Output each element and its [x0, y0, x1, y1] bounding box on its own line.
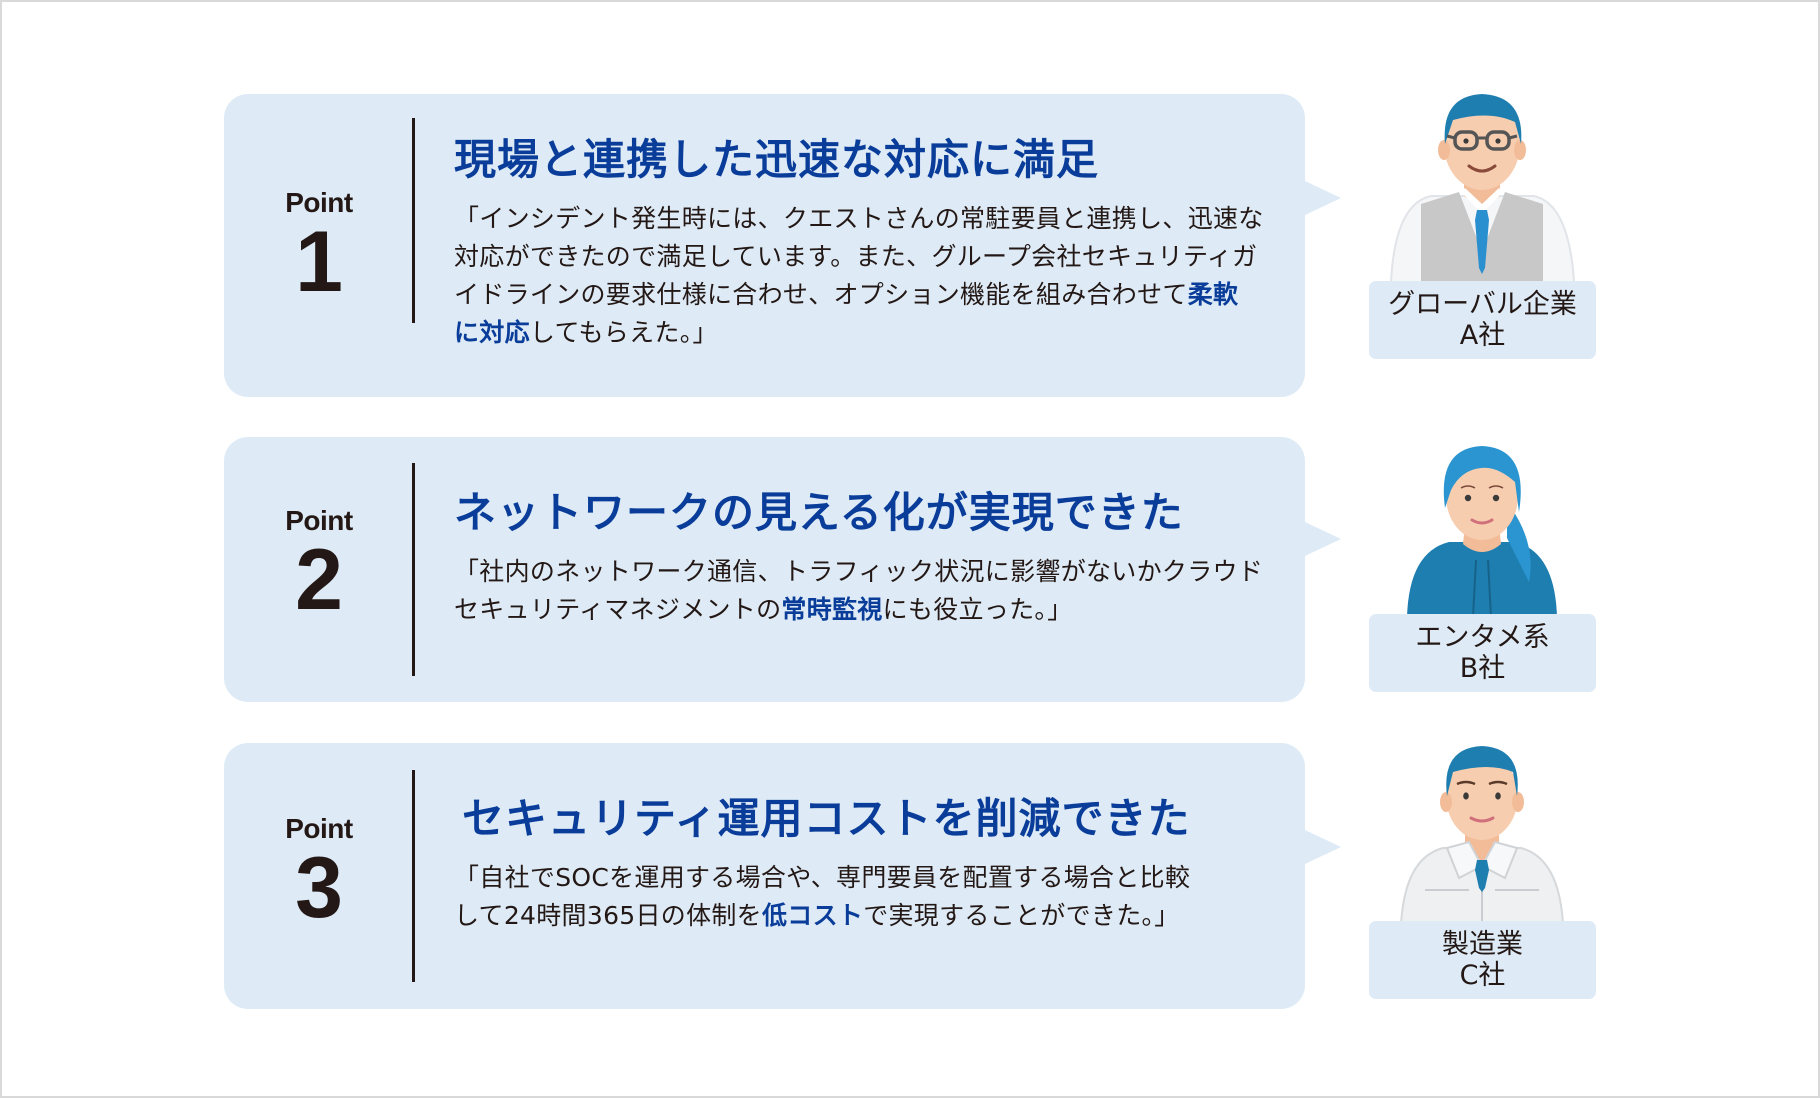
point-number: 3 — [295, 840, 343, 936]
point-content: 現場と連携した迅速な対応に満足 「インシデント発生時には、クエストさんの常駐要員… — [454, 134, 1265, 352]
point-number: 2 — [295, 532, 343, 628]
woman-ponytail-avatar-icon — [1407, 446, 1557, 617]
man-with-glasses-vest-avatar-icon — [1389, 94, 1576, 283]
persona-a: グローバル企業 A社 — [1369, 92, 1596, 362]
point-label: Point — [285, 505, 353, 536]
testimonial-quote: 「インシデント発生時には、クエストさんの常駐要員と連携し、迅速な 対応ができたの… — [454, 200, 1265, 352]
speech-bubble-tail — [1305, 522, 1341, 556]
vertical-divider — [412, 463, 415, 676]
speech-bubble-tail — [1305, 830, 1341, 864]
persona-company: A社 — [1459, 320, 1506, 351]
persona-industry: エンタメ系 — [1415, 622, 1550, 653]
point-title: ネットワークの見える化が実現できた — [454, 488, 1184, 537]
point-card-1: Point 1 現場と連携した迅速な対応に満足 「インシデント発生時には、クエス… — [224, 94, 1341, 397]
persona-c: 製造業 C社 — [1369, 742, 1596, 1002]
point-content: セキュリティ運用コストを削減できた 「自社でSOCを運用する場合や、専門要員を配… — [454, 793, 1265, 935]
persona-b: エンタメ系 B社 — [1369, 442, 1596, 702]
highlight-text: 柔軟 — [1187, 280, 1239, 309]
man-work-uniform-avatar-icon — [1399, 746, 1565, 924]
vertical-divider — [412, 770, 415, 982]
quote-line: 「インシデント発生時には、クエストさんの常駐要員と連携し、迅速な — [454, 204, 1264, 233]
vertical-divider — [412, 118, 415, 323]
persona-label: 製造業 C社 — [1369, 921, 1596, 999]
highlight-text: 常時監視 — [781, 595, 883, 624]
point-title: セキュリティ運用コストを削減できた — [462, 794, 1191, 843]
quote-line: 「社内のネットワーク通信、トラフィック状況に影響がないかクラウド — [454, 557, 1264, 586]
point-content: ネットワークの見える化が実現できた 「社内のネットワーク通信、トラフィック状況に… — [454, 487, 1265, 629]
point-badge: Point 2 — [224, 505, 414, 628]
persona-company: B社 — [1459, 653, 1506, 684]
quote-line: 対応ができたので満足しています。また、グループ会社セキュリティガ — [454, 242, 1258, 271]
persona-company: C社 — [1459, 960, 1506, 991]
persona-industry: グローバル企業 — [1388, 289, 1577, 320]
point-label: Point — [285, 187, 353, 218]
highlight-text: 低コスト — [761, 901, 864, 930]
testimonial-quote: 「社内のネットワーク通信、トラフィック状況に影響がないかクラウド セキュリティマ… — [454, 553, 1265, 629]
point-number: 1 — [295, 214, 343, 310]
speech-bubble-tail — [1305, 181, 1341, 215]
point-label: Point — [285, 813, 353, 844]
testimonial-quote: 「自社でSOCを運用する場合や、専門要員を配置する場合と比較 して24時間365… — [454, 859, 1265, 935]
point-card-2: Point 2 ネットワークの見える化が実現できた 「社内のネットワーク通信、ト… — [224, 437, 1341, 702]
highlight-text: に対応 — [454, 318, 530, 347]
quote-line: イドラインの要求仕様に合わせ、オプション機能を組み合わせて柔軟 — [454, 280, 1239, 309]
quote-line: して24時間365日の体制を低コストで実現することができた。」 — [454, 901, 1180, 930]
point-card-3: Point 3 セキュリティ運用コストを削減できた 「自社でSOCを運用する場合… — [224, 743, 1341, 1009]
persona-label: グローバル企業 A社 — [1369, 281, 1596, 359]
quote-line: 「自社でSOCを運用する場合や、専門要員を配置する場合と比較 — [454, 863, 1191, 892]
point-badge: Point 1 — [224, 187, 414, 310]
point-badge: Point 3 — [224, 813, 414, 936]
quote-line: に対応してもらえた。」 — [454, 318, 718, 347]
persona-label: エンタメ系 B社 — [1369, 614, 1596, 692]
persona-industry: 製造業 — [1442, 929, 1523, 960]
point-title: 現場と連携した迅速な対応に満足 — [454, 135, 1100, 184]
quote-line: セキュリティマネジメントの常時監視にも役立った。」 — [454, 595, 1073, 624]
